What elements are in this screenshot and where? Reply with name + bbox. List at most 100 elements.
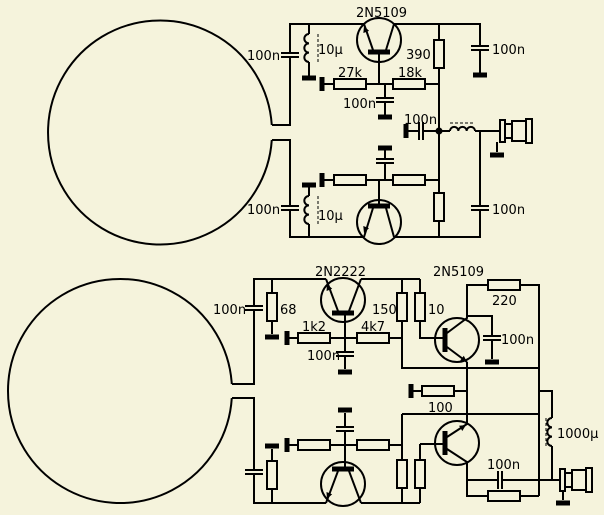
loop-antenna <box>47 19 273 246</box>
emitter-arrow <box>326 284 333 291</box>
label-top-c2: 100n <box>492 43 525 58</box>
label-top-l2: 10µ <box>318 209 343 224</box>
ground-icon <box>556 500 570 506</box>
connector-body <box>511 120 527 142</box>
resistor <box>333 174 367 186</box>
wire <box>467 315 493 336</box>
wire <box>325 278 339 312</box>
label-top-r390: 390 <box>406 48 431 63</box>
label-top-c1: 100n <box>247 49 280 64</box>
label-bottom-r1k2: 1k2 <box>302 320 326 335</box>
resistor <box>487 490 521 502</box>
wire <box>520 284 540 496</box>
label-top-r18k: 18k <box>398 66 423 81</box>
label-bottom-r4k7: 4k7 <box>361 320 385 335</box>
ground-icon <box>403 124 409 138</box>
resistor <box>414 292 426 322</box>
wire <box>289 210 364 238</box>
label-bottom-l1000: 1000µ <box>557 427 598 442</box>
connector-body <box>564 472 573 488</box>
ground-icon <box>302 182 316 188</box>
wire <box>253 278 326 306</box>
ground-icon <box>338 369 352 375</box>
resistor <box>266 292 278 322</box>
resistor <box>433 39 445 69</box>
resistor <box>392 174 426 186</box>
wire <box>348 470 362 504</box>
label-top-l1: 10µ <box>318 43 343 58</box>
label-bottom-transistor-left: 2N2222 <box>315 265 366 280</box>
wire <box>394 210 481 238</box>
label-top-cout: 100n <box>404 113 437 128</box>
ground-icon <box>302 75 316 81</box>
wire <box>363 207 374 238</box>
ground-icon <box>378 145 392 151</box>
emitter-arrow <box>460 355 467 362</box>
resistor <box>396 292 408 322</box>
label-top-c3: 100n <box>247 203 280 218</box>
label-bottom-r100: 100 <box>428 401 453 416</box>
connector-body <box>504 123 513 139</box>
inductor-coil <box>303 33 310 63</box>
wire <box>272 57 291 126</box>
resistor <box>356 439 390 451</box>
ground-icon <box>473 72 487 78</box>
labels: 2N5109 100n 10µ 27k 18k 100n 390 100n 10… <box>213 6 598 473</box>
emitter-arrow <box>363 226 369 233</box>
connector-body <box>571 469 587 491</box>
connector-nut <box>525 118 533 144</box>
emitter-arrow <box>326 492 333 499</box>
wire <box>539 390 553 418</box>
inductor-coil <box>449 125 476 132</box>
wire <box>419 321 445 339</box>
label-bottom-r220: 220 <box>492 294 517 309</box>
connector-nut <box>585 467 593 493</box>
label-top-r27k: 27k <box>338 66 363 81</box>
label-top-c4: 100n <box>492 203 525 218</box>
label-bottom-r10: 10 <box>428 303 445 318</box>
label-bottom-r68: 68 <box>280 303 297 318</box>
label-bottom-cout: 100n <box>487 458 520 473</box>
resistor <box>297 439 331 451</box>
label-bottom-cbase: 100n <box>307 349 340 364</box>
resistor <box>421 385 455 397</box>
ground-icon <box>378 114 392 120</box>
ground-icon <box>265 334 279 340</box>
wire <box>289 23 364 53</box>
resistor <box>487 279 521 291</box>
circuit-drawing <box>7 17 593 507</box>
resistor <box>266 460 278 490</box>
wire <box>446 448 488 497</box>
wire <box>401 321 539 369</box>
wire <box>446 284 488 334</box>
emitter-arrow <box>459 425 466 431</box>
inductor-coil <box>303 195 310 225</box>
loop-antenna <box>7 278 233 504</box>
ground-icon <box>338 407 352 413</box>
label-top-transistor: 2N5109 <box>356 6 407 21</box>
wire <box>348 278 362 312</box>
transistor-body <box>434 317 480 363</box>
wire <box>253 474 326 504</box>
resistor <box>433 192 445 222</box>
label-bottom-transistor-right: 2N5109 <box>433 265 484 280</box>
resistor <box>396 459 408 489</box>
ground-icon <box>490 152 504 158</box>
inductor-coil <box>546 417 553 447</box>
transistor-body <box>320 277 366 323</box>
transistor-body <box>320 461 366 507</box>
label-top-cbase: 100n <box>343 97 376 112</box>
wire <box>385 207 395 238</box>
emitter-arrow <box>363 26 370 33</box>
label-bottom-ccoll: 100n <box>501 333 534 348</box>
label-bottom-c1: 100n <box>213 303 246 318</box>
wire <box>272 139 291 206</box>
wire <box>232 397 255 470</box>
wire <box>232 310 255 385</box>
ground-icon <box>485 359 499 365</box>
ground-icon <box>265 443 279 449</box>
wire <box>394 23 481 46</box>
wire <box>385 23 395 51</box>
resistor <box>414 459 426 489</box>
